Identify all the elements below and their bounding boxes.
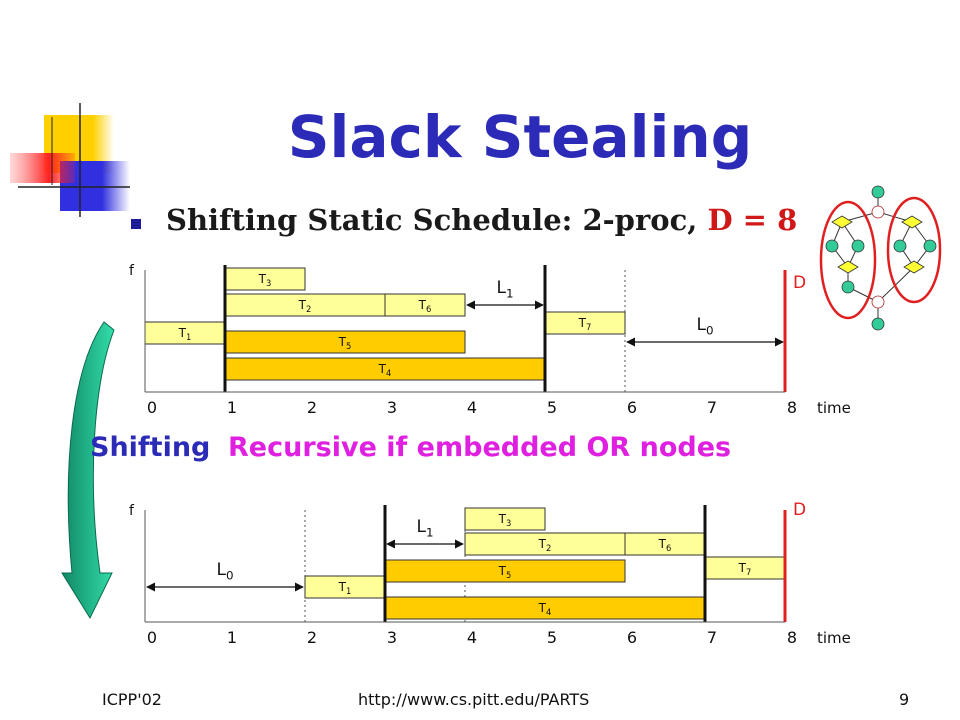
task-label-T4-sub: 4	[386, 368, 391, 378]
task-label-T2-sub: 2	[306, 304, 311, 314]
y-axis-label: f	[129, 263, 135, 279]
task-label-T6-label: T	[658, 537, 667, 551]
task-label-T6-sub: 6	[666, 543, 671, 553]
task-label-T6-sub: 6	[426, 304, 431, 314]
tick-label: 0	[147, 398, 157, 417]
tick-label: 2	[307, 628, 317, 647]
tick-label: 1	[227, 398, 237, 417]
tick-label: 0	[147, 628, 157, 647]
task-label-T2: T2	[538, 537, 552, 553]
slack-label-L0-label: L	[216, 560, 226, 580]
subtitle-main: Shifting Static Schedule: 2-proc,	[166, 203, 698, 237]
bullet-marker	[131, 219, 141, 229]
task-label-T2: T2	[298, 298, 312, 314]
tick-label: 6	[627, 398, 637, 417]
task-label-T4: T4	[378, 362, 392, 378]
shifting-heading: Shifting	[90, 432, 211, 463]
deadline-label: D	[793, 273, 806, 293]
task-label-T7: T7	[738, 561, 752, 577]
task-label-T1-sub: 1	[346, 586, 351, 596]
task-label-T3: T3	[498, 512, 512, 528]
slack-label-L1-label: L	[416, 517, 426, 537]
task-label-T7-label: T	[738, 561, 747, 575]
slack-label-L1-label: L	[496, 278, 506, 298]
x-axis-label: time	[817, 629, 851, 647]
task-label-T3-sub: 3	[266, 278, 271, 288]
slack-label-L0: L0	[696, 315, 713, 337]
slack-label-L0-sub: 0	[706, 323, 714, 337]
task-bar-T3	[464, 507, 546, 531]
task-graph	[819, 185, 942, 331]
tick-label: 4	[467, 628, 477, 647]
task-label-T2-label: T	[538, 537, 547, 551]
task-label-T6: T6	[658, 537, 672, 553]
task-label-T3: T3	[258, 272, 272, 288]
tick-label: 6	[627, 628, 637, 647]
task-label-T1: T1	[178, 326, 192, 342]
task-label-T6-label: T	[418, 298, 427, 312]
footer-conference: ICPP'02	[102, 690, 162, 709]
task-label-T4-label: T	[538, 601, 547, 615]
task-label-T3-sub: 3	[506, 518, 511, 528]
task-label-T7-label: T	[578, 316, 587, 330]
tick-label: 5	[547, 628, 557, 647]
slack-label-L0: L0	[216, 560, 233, 582]
slack-label-L0-label: L	[696, 315, 706, 335]
task-label-T6: T6	[418, 298, 432, 314]
recursive-note: Recursive if embedded OR nodes	[228, 432, 732, 463]
task-label-T7-sub: 7	[586, 322, 591, 332]
subtitle: Shifting Static Schedule: 2-proc, D = 8	[166, 203, 797, 237]
task-label-T4: T4	[538, 601, 552, 617]
tick-label: 3	[387, 628, 397, 647]
slack-label-L1-sub: 1	[426, 525, 434, 539]
task-label-T2-label: T	[298, 298, 307, 312]
task-label-T1-label: T	[178, 326, 187, 340]
tick-label: 8	[787, 398, 797, 417]
y-axis-label: f	[129, 503, 135, 519]
task-label-T3-label: T	[498, 512, 507, 526]
task-label-T5-label: T	[498, 564, 507, 578]
task-label-T5-sub: 5	[506, 570, 511, 580]
deadline-label: D	[793, 500, 806, 520]
corner-decoration	[10, 103, 130, 217]
slack-label-L1: L1	[416, 517, 433, 539]
task-label-T3-label: T	[258, 272, 267, 286]
page-number: 9	[899, 690, 910, 709]
tick-label: 1	[227, 628, 237, 647]
task-label-T2-sub: 2	[546, 543, 551, 553]
task-label-T4-sub: 4	[546, 607, 551, 617]
task-label-T5-label: T	[338, 335, 347, 349]
shift-arrow-icon	[61, 321, 115, 620]
subtitle-deadline: D = 8	[707, 203, 798, 237]
slide-title: Slack Stealing	[287, 103, 753, 171]
x-axis-label: time	[817, 399, 851, 417]
task-label-T7: T7	[578, 316, 592, 332]
task-label-T7-sub: 7	[746, 567, 751, 577]
tick-label: 7	[707, 398, 717, 417]
task-label-T5: T5	[498, 564, 512, 580]
task-bar-T6	[384, 293, 466, 317]
task-label-T5-sub: 5	[346, 341, 351, 351]
task-label-T4-label: T	[378, 362, 387, 376]
task-label-T1-label: T	[338, 580, 347, 594]
task-label-T5: T5	[338, 335, 352, 351]
task-label-T1-sub: 1	[186, 332, 191, 342]
tick-label: 2	[307, 398, 317, 417]
tick-label: 8	[787, 628, 797, 647]
slack-label-L1: L1	[496, 278, 513, 300]
task-label-T1: T1	[338, 580, 352, 596]
slack-label-L1-sub: 1	[506, 286, 514, 300]
tick-label: 5	[547, 398, 557, 417]
tick-label: 7	[707, 628, 717, 647]
tick-label: 3	[387, 398, 397, 417]
slack-label-L0-sub: 0	[226, 568, 234, 582]
footer-url: http://www.cs.pitt.edu/PARTS	[358, 690, 590, 709]
tick-label: 4	[467, 398, 477, 417]
